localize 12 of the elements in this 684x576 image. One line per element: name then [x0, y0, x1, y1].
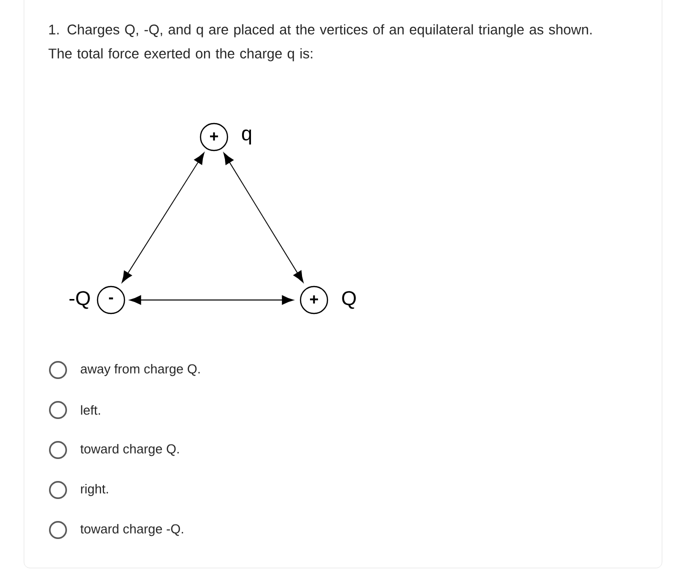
answer-option: toward charge Q.	[80, 444, 179, 456]
charge-label: q	[242, 130, 252, 144]
answer-option: toward charge -Q.	[80, 524, 184, 536]
force-arrow	[129, 295, 294, 305]
answer-option: right.	[81, 484, 108, 496]
charge-label: Q	[342, 291, 356, 309]
answer-option: away from charge Q.	[80, 364, 200, 376]
charge-label: -Q	[69, 291, 90, 309]
question-text: 1. Charges Q, -Q, and q are placed at the vertices of an equilateral triangle as shown. The total force exerted on the charge q is:	[48, 24, 592, 62]
force-arrow	[122, 152, 204, 283]
answer-option: left.	[81, 405, 100, 415]
force-arrow	[223, 152, 304, 283]
